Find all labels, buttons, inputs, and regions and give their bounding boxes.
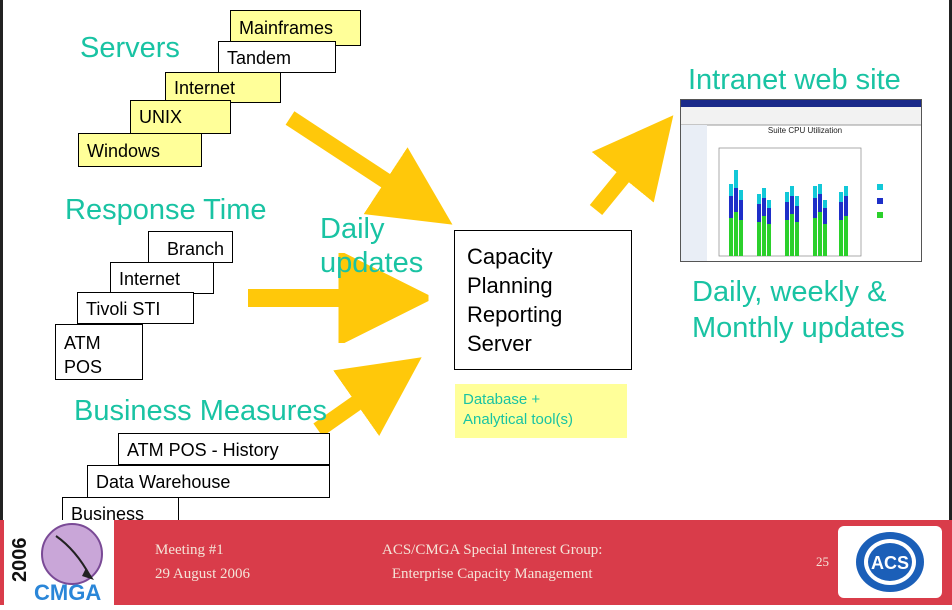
- footer-meeting-number: Meeting #1: [155, 542, 224, 558]
- center-line-1: Capacity: [467, 244, 553, 269]
- business-atm-pos-history: ATM POS - History: [118, 433, 330, 465]
- footer-meeting: Meeting #1 29 August 2006: [155, 538, 250, 586]
- acs-logo-graphic: ACS: [838, 526, 942, 598]
- daily-updates-line-2: updates: [320, 247, 424, 279]
- center-line-4: Server: [467, 331, 532, 356]
- server-unix: UNIX: [130, 100, 231, 134]
- footer-group: ACS/CMGA Special Interest Group: Enterpr…: [382, 538, 602, 586]
- database-note-line-1: Database +: [463, 391, 541, 408]
- cmga-logo: 2006 CMGA: [4, 520, 114, 605]
- footer-meeting-date: 29 August 2006: [155, 566, 251, 582]
- center-line-3: Reporting: [467, 302, 563, 327]
- response-branch: Branch: [148, 231, 233, 263]
- server-tandem: Tandem: [218, 41, 336, 73]
- cmga-logo-graphic: 2006 CMGA: [4, 520, 114, 605]
- servers-heading: Servers: [80, 32, 180, 64]
- daily-updates-label: Daily updates: [320, 212, 423, 280]
- intranet-updates-line-1: Daily, weekly &: [692, 276, 887, 308]
- thumbnail-image: Suite CPU Utilization: [681, 100, 921, 261]
- slide-border-right: [949, 0, 952, 520]
- slide-number: 25: [816, 554, 829, 569]
- response-tivoli: Tivoli STI: [77, 292, 194, 324]
- response-time-heading: Response Time: [65, 194, 267, 226]
- footer-group-name: ACS/CMGA Special Interest Group:: [382, 542, 603, 558]
- arrow-servers-to-center: [285, 111, 453, 225]
- server-windows: Windows: [78, 133, 202, 167]
- business-data-warehouse: Data Warehouse: [87, 465, 330, 498]
- thumbnail-bars: [729, 170, 848, 256]
- cmga-logo-year: 2006: [9, 538, 31, 583]
- intranet-updates-line-2: Monthly updates: [692, 312, 905, 344]
- response-atm-pos: ATM POS: [55, 324, 143, 380]
- intranet-updates-text: Daily, weekly & Monthly updates: [692, 274, 905, 346]
- acs-logo-text: ACS: [871, 553, 909, 573]
- cmga-logo-name: CMGA: [34, 580, 101, 605]
- capacity-planning-server-box: Capacity Planning Reporting Server: [454, 230, 632, 370]
- acs-logo: ACS: [838, 526, 942, 598]
- slide-border-left: [0, 0, 3, 520]
- response-internet: Internet: [110, 262, 214, 294]
- business-measures-heading: Business Measures: [74, 395, 328, 427]
- database-note-line-2: Analytical tool(s): [463, 411, 574, 428]
- footer-group-topic: Enterprise Capacity Management: [391, 566, 593, 582]
- footer-bar: 2006 CMGA Meeting #1 29 August 2006 ACS/…: [0, 520, 952, 605]
- response-atm: ATM: [64, 333, 101, 353]
- thumbnail-title: Suite CPU Utilization: [768, 126, 842, 135]
- intranet-chart-thumbnail: Suite CPU Utilization: [680, 99, 922, 262]
- intranet-heading: Intranet web site: [688, 64, 901, 96]
- arrow-center-to-intranet: [589, 115, 674, 216]
- center-line-2: Planning: [467, 273, 553, 298]
- response-pos: POS: [64, 357, 103, 377]
- daily-updates-line-1: Daily: [320, 213, 385, 245]
- server-internet: Internet: [165, 72, 281, 103]
- database-note: Database + Analytical tool(s): [455, 384, 627, 438]
- arrow-business-to-center: [313, 357, 422, 437]
